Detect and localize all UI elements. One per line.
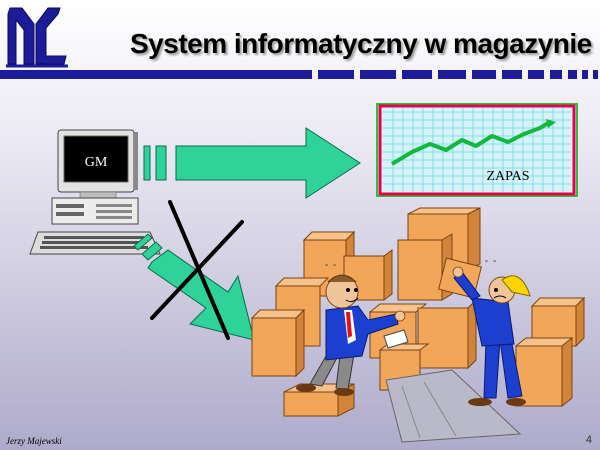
conveyor-icon [385,369,522,443]
svg-text:ˇ ˇ: ˇ ˇ [324,263,337,275]
footer-author: Jerzy Majewski [6,436,62,446]
computer-icon [29,129,161,255]
logo [6,7,68,68]
monitor-label: GM [85,155,108,170]
chart-line [390,120,552,166]
logo-letters-icon [7,7,67,65]
worker-left-icon: ˇ ˇ [296,263,406,396]
arrow-to-warehouse-icon [133,233,255,341]
slide-title: System informatyczny w magazynie [130,28,592,59]
stock-chart [376,103,578,197]
header-bar [0,70,598,79]
svg-text:ˇ ˇ: ˇ ˇ [484,259,497,271]
arrow-to-chart-icon [143,127,361,199]
worker-right-icon: ˇ ˇ [452,259,531,406]
page-number: 4 [585,434,592,446]
paper-icon [383,329,409,349]
cross-out-icon [150,200,244,340]
chart-label: ZAPAS [486,169,529,184]
